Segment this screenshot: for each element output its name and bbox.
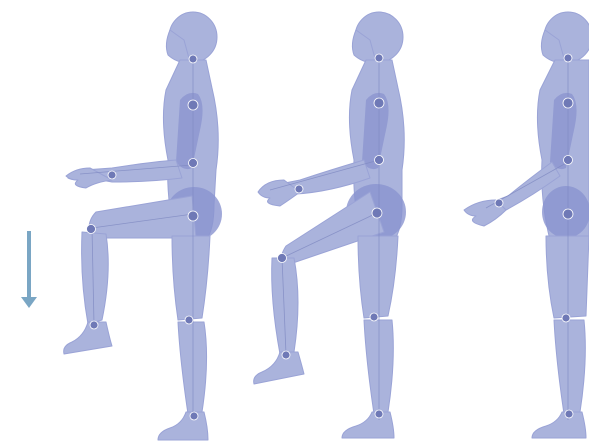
shin xyxy=(82,232,109,324)
standing-shin xyxy=(178,322,207,414)
standing-leg xyxy=(358,236,398,318)
joint-elbow xyxy=(564,156,573,165)
joint-knee xyxy=(562,314,570,322)
figure-pose-1 xyxy=(64,12,222,440)
joint-ankle xyxy=(190,412,198,420)
joint-ankle-raised xyxy=(90,321,98,329)
joint-wrist xyxy=(108,171,116,179)
standing-leg xyxy=(172,236,210,320)
standing-foot xyxy=(158,412,208,440)
joint-elbow xyxy=(189,159,198,168)
joint-knee xyxy=(370,313,378,321)
joint-shoulder xyxy=(188,100,198,110)
joint-hip xyxy=(563,209,573,219)
foot-raised xyxy=(64,322,112,354)
thigh xyxy=(89,196,196,238)
joint-ankle xyxy=(375,410,383,418)
joint-knee-raised xyxy=(278,254,287,263)
joint-hip xyxy=(188,211,198,221)
joint-elbow xyxy=(375,156,384,165)
joint-ankle-raised xyxy=(282,351,290,359)
joint-shoulder xyxy=(563,98,573,108)
figure-pose-2 xyxy=(254,12,406,438)
joint-wrist xyxy=(495,199,503,207)
foot-raised xyxy=(254,352,304,384)
joint-neck xyxy=(564,54,572,62)
joint-neck xyxy=(375,54,383,62)
shin xyxy=(272,258,298,354)
standing-leg xyxy=(546,236,589,318)
joint-knee xyxy=(185,316,193,324)
figure-pose-3 xyxy=(464,12,589,438)
joint-neck xyxy=(189,55,197,63)
standing-foot xyxy=(342,412,394,438)
joint-hip xyxy=(372,208,382,218)
down-arrow-icon xyxy=(21,231,37,308)
standing-foot xyxy=(532,412,586,438)
joint-ankle xyxy=(565,410,573,418)
joint-shoulder xyxy=(374,98,384,108)
joint-knee-raised xyxy=(87,225,96,234)
standing-shin xyxy=(554,320,585,414)
joint-wrist xyxy=(295,185,303,193)
